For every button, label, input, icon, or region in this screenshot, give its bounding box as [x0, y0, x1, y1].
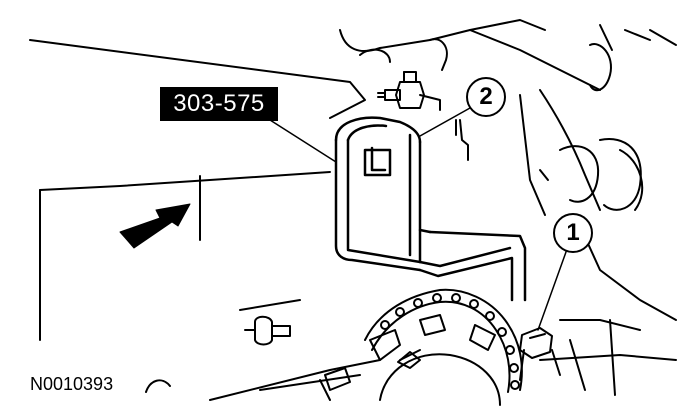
figure-id: N0010393 — [30, 374, 114, 394]
callout-2: 2 — [466, 77, 506, 117]
front-direction-arrow — [119, 203, 191, 249]
engine-housing-right — [339, 19, 677, 396]
engine-block-outline — [29, 39, 381, 401]
sprocket-hub — [319, 349, 501, 406]
stud-lower — [244, 315, 291, 346]
tool-number-label: 303-575 — [160, 87, 278, 121]
tensioner-bolt — [519, 327, 561, 381]
stud-upper — [377, 71, 441, 111]
callout-1: 1 — [553, 213, 593, 253]
tool-bracket — [334, 116, 527, 302]
figure-id-detail — [145, 379, 171, 393]
leader-lines — [269, 107, 567, 331]
timing-chain — [364, 288, 523, 393]
